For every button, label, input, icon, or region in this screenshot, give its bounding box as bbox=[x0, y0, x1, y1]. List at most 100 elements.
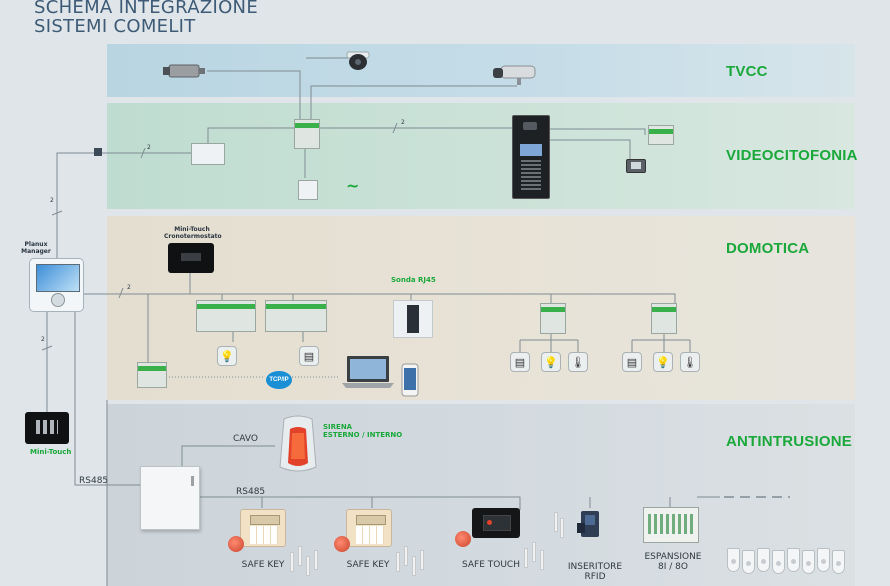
panel-camera bbox=[523, 122, 537, 130]
panel-keypad bbox=[521, 160, 541, 192]
mini-touch-crono-label: Mini-Touch Cronotermostato bbox=[164, 226, 222, 240]
pir-sensor bbox=[817, 548, 830, 572]
wire-tag-2a: 2 bbox=[147, 144, 151, 151]
door-contact bbox=[540, 550, 544, 570]
planux-knob bbox=[51, 293, 65, 307]
wire-label-rs485-center: RS485 bbox=[236, 487, 266, 497]
video-distributor-module bbox=[294, 119, 320, 149]
door-contact bbox=[554, 512, 558, 532]
section-label-tvcc: TVCC bbox=[726, 63, 768, 80]
mini-touch-crono-device bbox=[168, 243, 214, 273]
light-bulb-button: 💡 bbox=[653, 352, 673, 372]
power-supply-small-module bbox=[298, 180, 318, 200]
pir-sensor bbox=[832, 550, 845, 574]
alarm-control-panel bbox=[140, 466, 200, 530]
light-bulb-button: 💡 bbox=[541, 352, 561, 372]
safe-touch-reader bbox=[455, 531, 471, 547]
door-contact bbox=[298, 546, 302, 566]
video-adapter-module bbox=[648, 125, 674, 145]
module-terminal-strip bbox=[138, 366, 166, 371]
planux-screen bbox=[36, 264, 80, 292]
mini-touch-label: Mini-Touch bbox=[30, 448, 72, 456]
keypad-display bbox=[356, 515, 386, 525]
inseritore-label: INSERITORE RFID bbox=[567, 562, 623, 582]
pir-sensor bbox=[802, 550, 815, 574]
module-terminal-strip bbox=[649, 129, 673, 134]
module-terminal-strip bbox=[266, 304, 326, 309]
bullet-camera-icon bbox=[493, 65, 536, 85]
shutter-button: ▤ bbox=[299, 346, 319, 366]
safe-key-label-2: SAFE KEY bbox=[346, 560, 390, 570]
ip-gateway-module bbox=[137, 362, 167, 388]
safe-touch-label: SAFE TOUCH bbox=[462, 560, 520, 570]
siren-label: SIRENA ESTERNO / INTERNO bbox=[323, 423, 403, 439]
door-contact bbox=[290, 552, 294, 572]
thermometer-button: 🌡 bbox=[680, 352, 700, 372]
door-contact bbox=[560, 518, 564, 538]
wire-connector-icon bbox=[94, 148, 102, 156]
power-tilde: ~ bbox=[346, 176, 360, 195]
room-module-2 bbox=[651, 303, 677, 334]
planux-manager bbox=[29, 258, 84, 312]
espansione-label: ESPANSIONE 8I / 8O bbox=[644, 552, 702, 572]
laptop-icon bbox=[342, 356, 394, 388]
pir-lens bbox=[746, 561, 751, 566]
keypad-keys bbox=[250, 526, 278, 544]
section-label-antintrusione: ANTINTRUSIONE bbox=[726, 433, 852, 450]
planux-label: Planux Manager bbox=[21, 241, 51, 255]
door-contact bbox=[524, 548, 528, 568]
power-supply-module bbox=[191, 143, 225, 165]
module-terminal-strip bbox=[295, 123, 319, 128]
domotic-actuator-1 bbox=[196, 300, 256, 332]
panel-lock bbox=[191, 476, 194, 486]
safe-key-reader-2 bbox=[334, 536, 350, 552]
door-contact bbox=[404, 546, 408, 566]
thermometer-button: 🌡 bbox=[568, 352, 588, 372]
box-camera-icon bbox=[163, 64, 205, 78]
pir-lens bbox=[836, 561, 841, 566]
pir-lens bbox=[791, 559, 796, 564]
rfid-reader-icon bbox=[577, 511, 599, 537]
safe-key-keypad-1 bbox=[240, 509, 286, 547]
shutter-button: ▤ bbox=[622, 352, 642, 372]
room-module-1 bbox=[540, 303, 566, 334]
shutter-button: ▤ bbox=[510, 352, 530, 372]
section-label-videocitofonia: VIDEOCITOFONIA bbox=[726, 147, 858, 164]
light-bulb-button: 💡 bbox=[217, 346, 237, 366]
door-contact bbox=[396, 552, 400, 572]
wire-tag-2c: 2 bbox=[50, 197, 54, 204]
module-terminal-strip bbox=[541, 307, 565, 312]
pir-sensor bbox=[787, 548, 800, 572]
door-contact bbox=[412, 556, 416, 576]
wire-tag-2d: 2 bbox=[127, 284, 131, 291]
pir-lens bbox=[776, 561, 781, 566]
pir-sensor bbox=[742, 550, 755, 574]
dome-camera-icon bbox=[346, 51, 370, 70]
pir-lens bbox=[761, 559, 766, 564]
door-contact bbox=[314, 550, 318, 570]
title-line-1: SCHEMA INTEGRAZIONE bbox=[34, 0, 258, 18]
door-contact bbox=[420, 550, 424, 570]
pir-lens bbox=[731, 559, 736, 564]
door-contact bbox=[306, 556, 310, 576]
entrance-panel bbox=[512, 115, 550, 199]
keypad-keys bbox=[356, 526, 384, 544]
expansion-board bbox=[643, 507, 699, 543]
sonda-label: Sonda RJ45 bbox=[391, 276, 436, 284]
wire-tag-2b: 2 bbox=[401, 119, 405, 126]
diagram-title: SCHEMA INTEGRAZIONE SISTEMI COMELIT bbox=[34, 0, 258, 36]
domotic-actuator-2 bbox=[265, 300, 327, 332]
module-terminal-strip bbox=[652, 307, 676, 312]
mini-touch-icons bbox=[36, 420, 58, 434]
sonda-rj45-device bbox=[393, 300, 433, 338]
tcpip-badge: TCP/IP bbox=[266, 371, 292, 389]
sonda-probe bbox=[407, 305, 419, 333]
safe-touch-device bbox=[472, 508, 520, 538]
expansion-circuit bbox=[648, 514, 694, 534]
mini-touch-device bbox=[25, 412, 69, 444]
wire-tag-2e: 2 bbox=[41, 336, 45, 343]
videocitofonia-band bbox=[107, 103, 855, 209]
pir-sensor bbox=[727, 548, 740, 572]
safe-key-reader-1 bbox=[228, 536, 244, 552]
